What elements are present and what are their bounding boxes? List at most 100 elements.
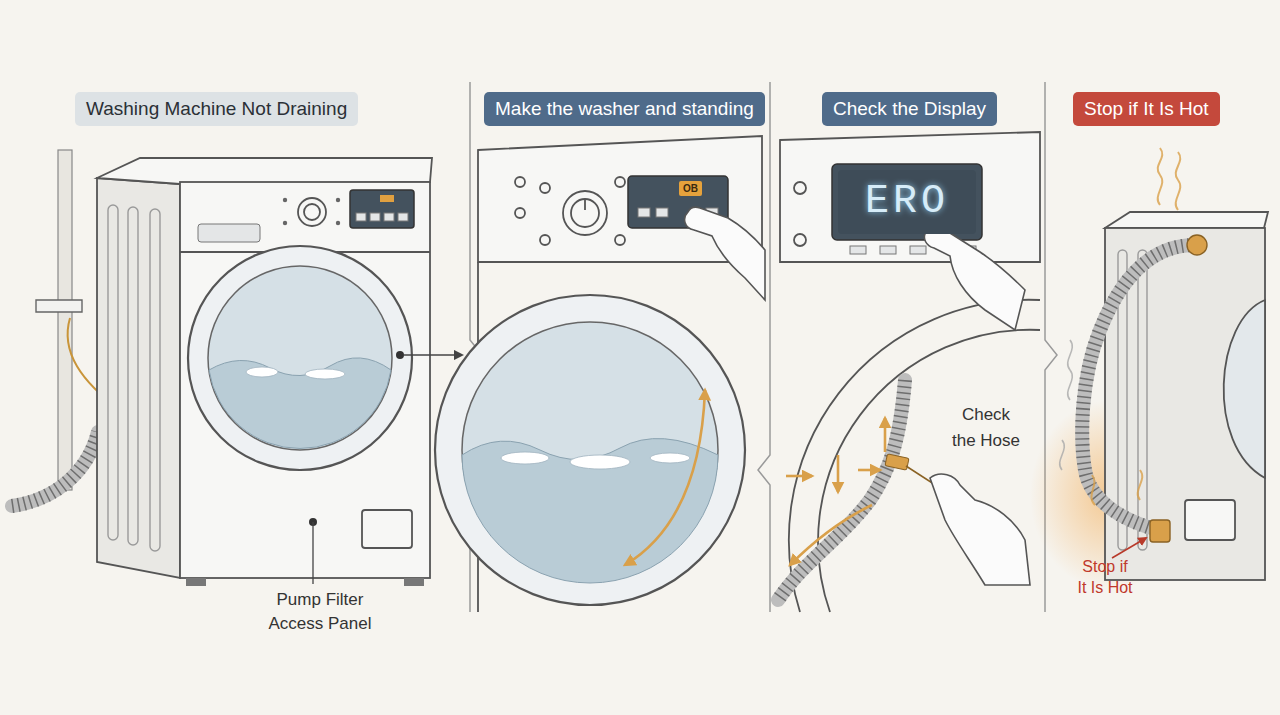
heat-wave <box>1138 470 1143 500</box>
pump-filter-panel <box>1185 500 1235 540</box>
setting-icon <box>515 208 525 218</box>
washer-front <box>180 182 430 578</box>
display-button <box>910 246 926 254</box>
heat-wave <box>1068 340 1073 400</box>
hose-ribs <box>778 380 905 600</box>
indicator-dot <box>336 221 340 225</box>
gloved-hand <box>930 474 1030 585</box>
display-code: OB <box>679 181 702 196</box>
hose-ribs <box>12 432 98 506</box>
indicator-dot <box>336 198 340 202</box>
setting-icon <box>540 183 550 193</box>
check-arrow <box>858 469 880 472</box>
display-button <box>656 208 668 217</box>
door-arc <box>789 300 1040 612</box>
standing-water <box>462 439 718 583</box>
zoom-arrow <box>404 354 462 356</box>
hose-connector <box>1187 235 1207 255</box>
foam <box>650 453 690 463</box>
heat-wave <box>1176 152 1181 210</box>
motion-arrow <box>625 390 705 565</box>
detergent-drawer <box>198 224 260 242</box>
door-glass <box>208 266 392 450</box>
check-arrow <box>884 418 887 452</box>
display-button <box>850 246 866 254</box>
setting-icon <box>794 182 806 194</box>
hose-clamp <box>885 454 909 470</box>
warning-pill: Stop if It Is Hot <box>1073 92 1220 126</box>
display-screen: ERO <box>838 170 976 234</box>
program-knob <box>298 198 326 226</box>
node-text: ERO <box>838 170 976 234</box>
display-button <box>370 213 380 221</box>
side-groove <box>150 209 160 551</box>
washer-foot <box>404 578 424 586</box>
standing-water <box>209 358 391 449</box>
door-arc <box>818 330 1040 612</box>
leader-line <box>312 522 313 584</box>
node-text: Washing Machine Not Draining <box>86 92 347 126</box>
setting-icon <box>615 235 625 245</box>
drain-hose <box>12 432 98 506</box>
setting-icon <box>794 234 806 246</box>
heat-wave <box>1091 475 1095 505</box>
washer-door <box>188 246 412 470</box>
heading-pill: Make the washer and standing <box>484 92 765 126</box>
drain-hose <box>778 380 905 600</box>
heading-pill: Washing Machine Not Draining <box>75 92 358 126</box>
knob-pointer <box>584 200 586 210</box>
foam <box>570 455 630 469</box>
door-edge <box>1224 300 1265 478</box>
heat-wave <box>1060 440 1065 470</box>
washer-top <box>1105 212 1268 228</box>
setting-icon <box>540 235 550 245</box>
heat-wave <box>1158 148 1163 205</box>
node-text: Check the Display <box>833 92 986 126</box>
indicator-dot <box>283 198 287 202</box>
drain-port <box>1150 520 1170 542</box>
node-text: Make the washer and standing <box>495 92 754 126</box>
check-arrow <box>790 505 872 565</box>
setting-icon <box>515 177 525 187</box>
indicator-dot <box>283 221 287 225</box>
program-knob <box>563 191 607 235</box>
knob-inner <box>571 199 599 227</box>
pipe-clamp <box>36 300 82 312</box>
knob-inner <box>304 204 320 220</box>
display-button <box>398 213 408 221</box>
node-text: Stop if It Is Hot <box>1084 92 1209 126</box>
heading-pill: Check the Display <box>822 92 997 126</box>
step-label: Check the Hose <box>950 402 1022 454</box>
warning-label: Stop if It Is Hot <box>1076 556 1134 598</box>
setting-icon <box>615 177 625 187</box>
display-digit <box>380 195 394 202</box>
drain-hose <box>1082 245 1195 530</box>
side-groove <box>128 207 138 545</box>
warning-arrow <box>1112 538 1146 558</box>
display-button <box>880 246 896 254</box>
washer-door <box>435 295 745 605</box>
node-text: OB <box>679 181 702 196</box>
part-label: Pump Filter Access Panel <box>260 588 380 636</box>
control-display <box>350 190 414 228</box>
display-bezel <box>832 164 982 240</box>
pump-filter-panel <box>362 510 412 548</box>
foam <box>246 367 278 377</box>
washer-side <box>97 178 180 578</box>
control-panel <box>780 132 1040 262</box>
side-groove <box>108 205 118 540</box>
washer-top <box>97 158 432 184</box>
check-arrow <box>786 475 812 478</box>
display-button <box>638 208 650 217</box>
display-button <box>356 213 366 221</box>
gloved-hand <box>685 207 765 300</box>
pointing-hand <box>924 226 1025 330</box>
check-arrow <box>837 455 840 492</box>
side-groove <box>1138 250 1147 550</box>
hose-ribs <box>1082 245 1195 530</box>
pointer-dot <box>396 351 404 359</box>
display-button <box>384 213 394 221</box>
washer-foot <box>186 578 206 586</box>
foam <box>305 369 345 379</box>
